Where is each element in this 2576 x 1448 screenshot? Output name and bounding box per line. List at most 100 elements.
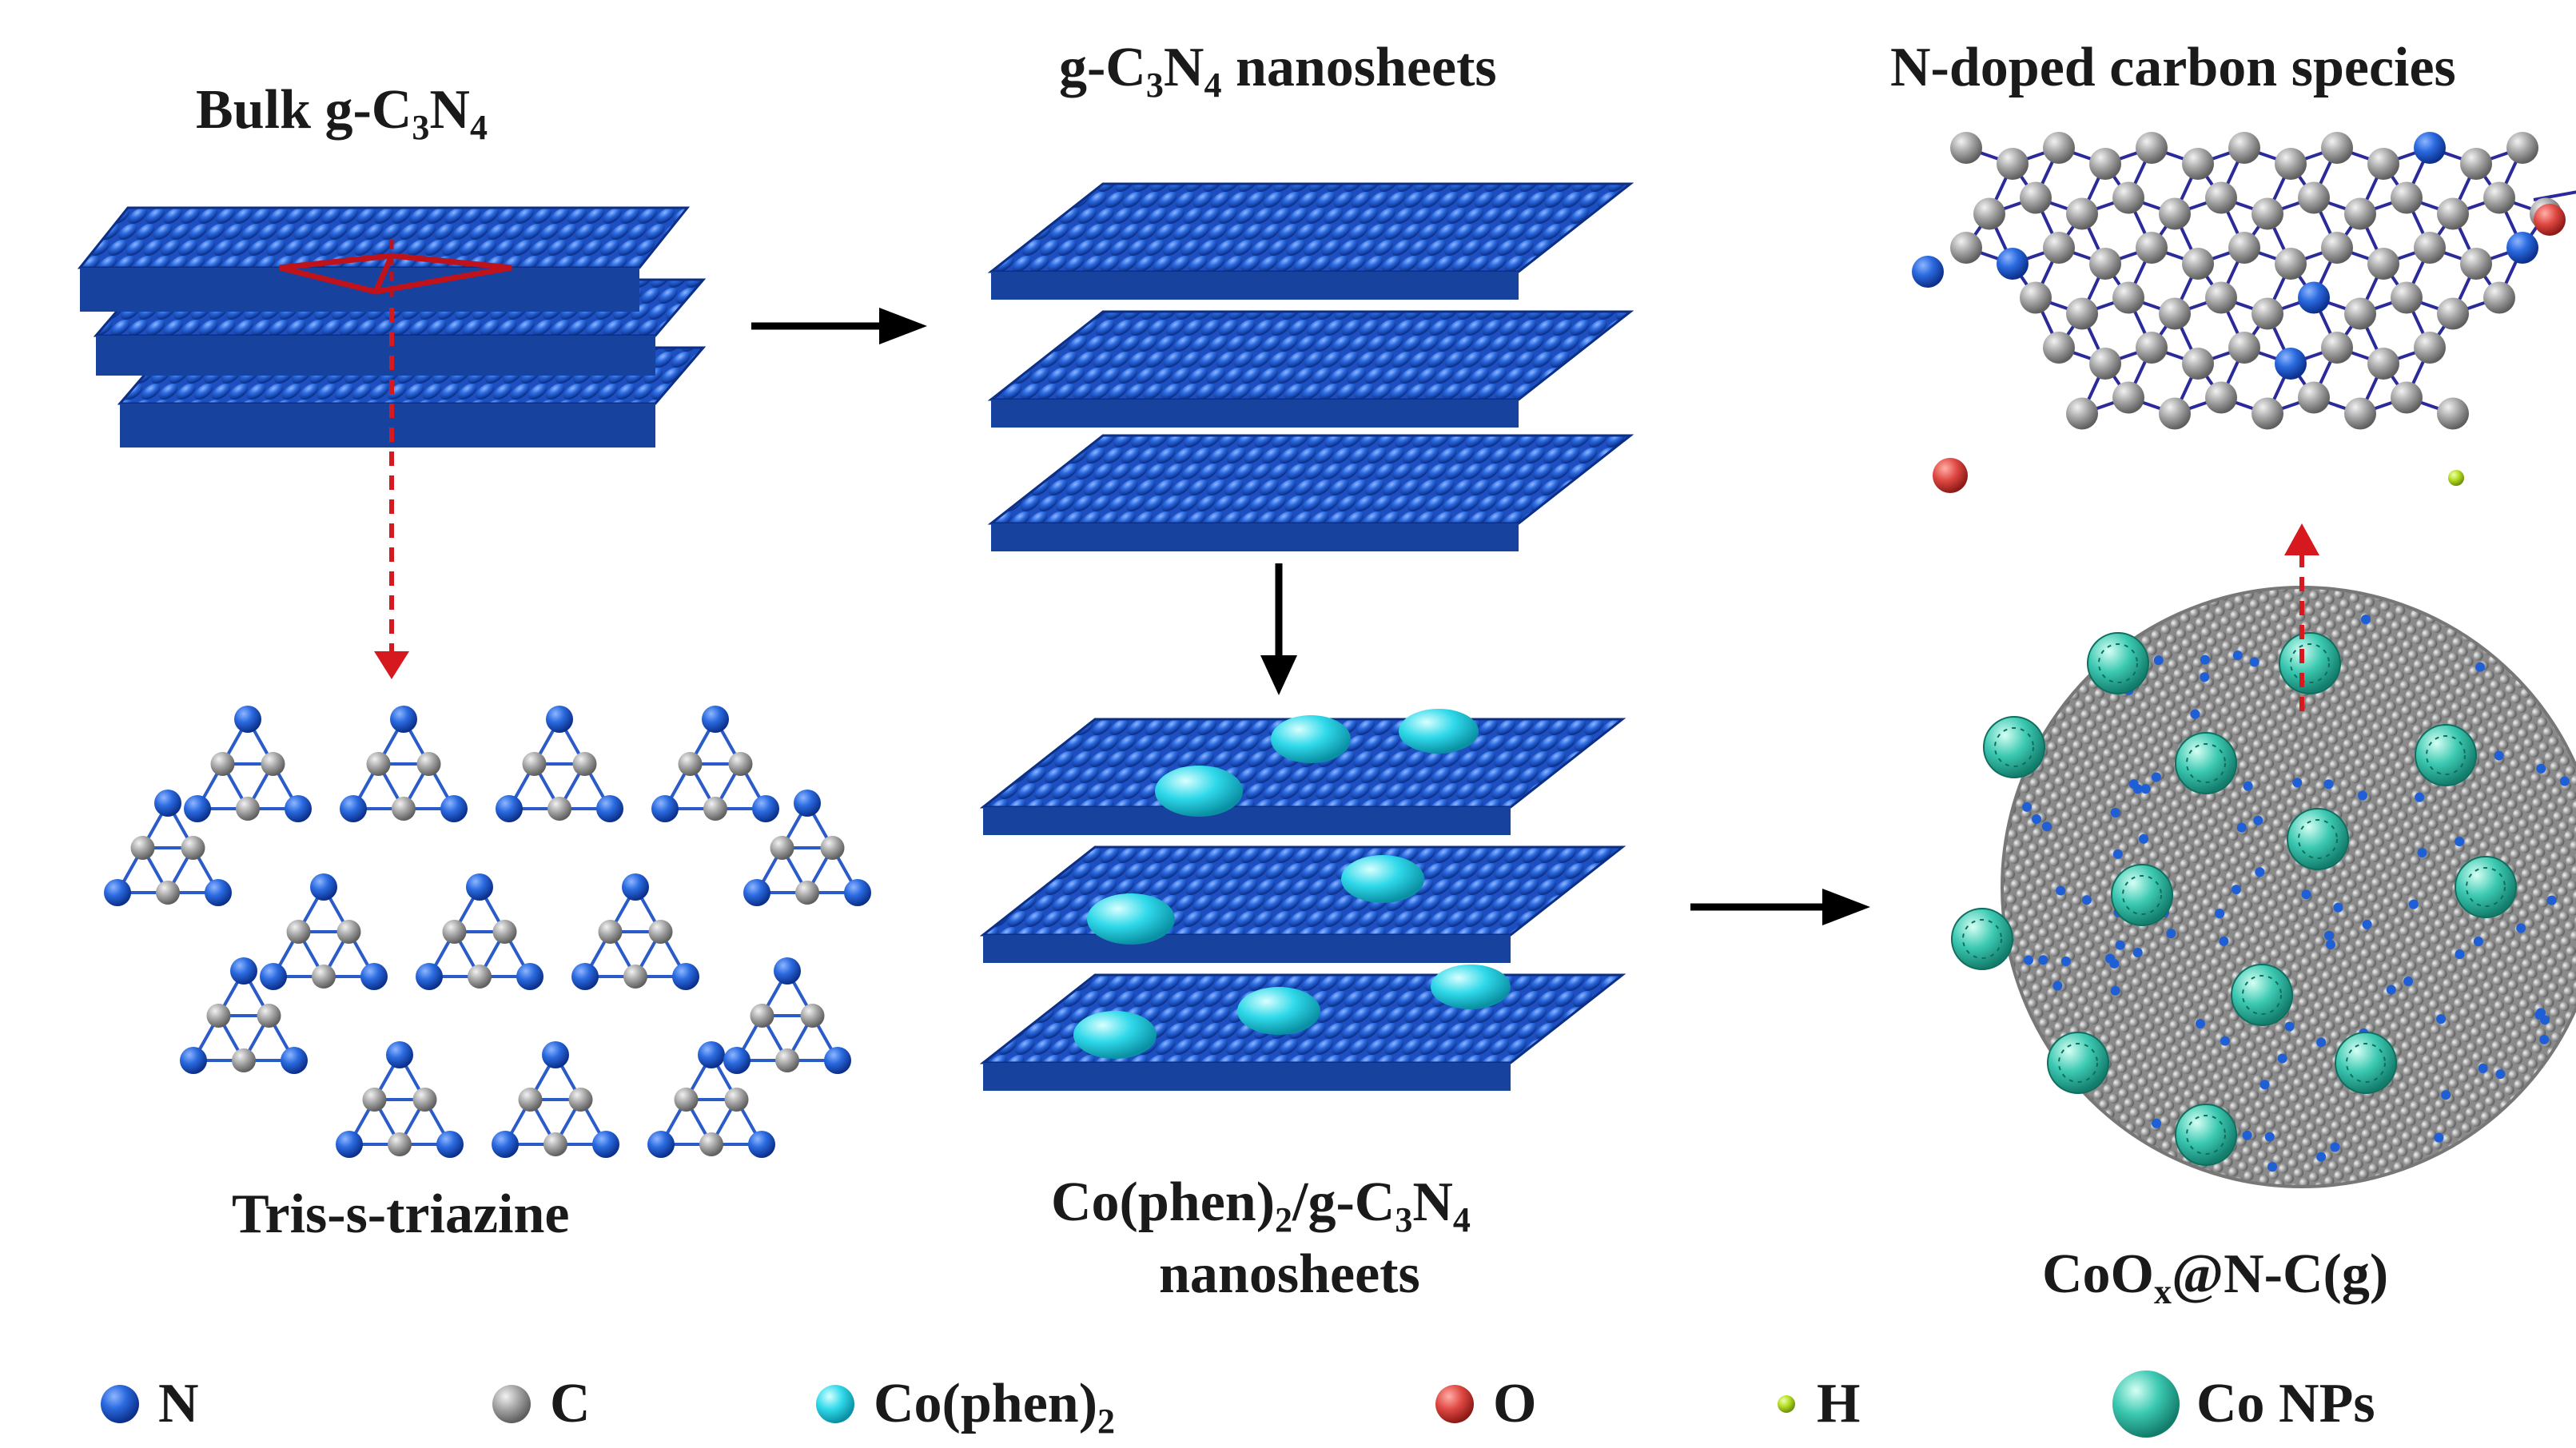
co-nanoparticle-shell bbox=[2098, 643, 2138, 683]
nitrogen-atom bbox=[542, 1041, 569, 1068]
carbon-atom bbox=[1950, 132, 1982, 164]
co-nanoparticle bbox=[2175, 732, 2237, 794]
carbon-atom bbox=[2043, 132, 2075, 164]
co-nanoparticle bbox=[1951, 908, 2013, 970]
n-dopant-dot bbox=[2052, 981, 2063, 991]
nitrogen-atom bbox=[466, 873, 493, 901]
n-dopant-dot bbox=[2326, 940, 2336, 950]
carbon-atom bbox=[1950, 232, 1982, 264]
carbon-atom bbox=[2344, 397, 2376, 430]
carbon-atom bbox=[2344, 297, 2376, 330]
n-dopant-dot bbox=[2473, 937, 2483, 947]
carbon-atom bbox=[572, 752, 597, 776]
nitrogen-atom bbox=[774, 957, 801, 985]
dashed-arrow-down bbox=[374, 308, 409, 679]
n-dopant-dot bbox=[2316, 1152, 2327, 1162]
nitrogen-atom bbox=[794, 790, 821, 817]
carbon-atom bbox=[492, 920, 517, 944]
n-dopant-dot bbox=[2333, 902, 2343, 913]
hydrogen-atom bbox=[2448, 470, 2464, 486]
arrow-right-2 bbox=[1690, 889, 1870, 925]
cophen-domes bbox=[1073, 709, 1511, 1059]
n-dopant-dot bbox=[2041, 821, 2052, 832]
n-dopant-dot bbox=[2232, 650, 2243, 661]
carbon-atom bbox=[2275, 248, 2307, 280]
n-dopant-dot bbox=[2415, 792, 2425, 802]
n-dopant-dot bbox=[2132, 947, 2143, 957]
n-dopant-dot bbox=[2403, 976, 2414, 986]
n-dopant-dot bbox=[2475, 662, 2486, 672]
n-dopant-dot bbox=[2231, 885, 2241, 895]
nitrogen-atom bbox=[672, 963, 699, 990]
nitrogen-atom bbox=[651, 795, 679, 822]
carbon-atom bbox=[703, 797, 727, 821]
n-dopant-dot bbox=[2139, 833, 2149, 844]
carbon-atom bbox=[728, 752, 753, 776]
co-nanoparticle bbox=[2279, 632, 2341, 694]
carbon-atom bbox=[568, 1088, 593, 1112]
carbon-atom bbox=[2321, 332, 2353, 364]
carbon-atom bbox=[2391, 381, 2423, 414]
carbon-atom bbox=[2043, 332, 2075, 364]
carbon-atom bbox=[2182, 248, 2214, 280]
carbon-atom bbox=[2414, 332, 2446, 364]
nitrogen-atom-icon bbox=[101, 1385, 139, 1423]
n-dopant-dot bbox=[2032, 814, 2042, 824]
nitrogen-atom bbox=[440, 795, 468, 822]
nitrogen-atom bbox=[104, 879, 131, 906]
nitrogen-atom bbox=[1912, 256, 1944, 288]
tris-s-triazine-network bbox=[104, 706, 871, 1158]
carbon-atom bbox=[388, 1132, 412, 1156]
nitrogen-atom bbox=[492, 1131, 519, 1158]
label-gc3n4-nanosheets: g-C3N4 nanosheets bbox=[1059, 37, 1497, 105]
n-dopant-dot bbox=[2455, 949, 2465, 960]
carbon-atom bbox=[2252, 197, 2283, 230]
n-dopant-dot bbox=[2115, 940, 2125, 950]
carbon-atom bbox=[2483, 281, 2515, 314]
n-dopant-dot bbox=[2323, 779, 2334, 790]
arrow-down-1 bbox=[1260, 563, 1297, 695]
n-dopant-dot bbox=[2110, 807, 2120, 817]
carbon-atom bbox=[2275, 148, 2307, 180]
n-dopant-dot bbox=[2386, 985, 2396, 995]
n-dopant-dot bbox=[2242, 1130, 2252, 1140]
label-bulk-gc3n4: Bulk g-C3N4 bbox=[196, 79, 488, 147]
carbon-atom bbox=[543, 1132, 567, 1156]
carbon-atom bbox=[699, 1132, 723, 1156]
carbon-atom bbox=[2506, 132, 2538, 164]
carbon-atom bbox=[366, 752, 391, 776]
n-dopant-dot bbox=[2362, 919, 2372, 929]
n-dopant-dot bbox=[2267, 1162, 2278, 1172]
carbon-atom bbox=[416, 752, 441, 776]
nitrogen-atom bbox=[2275, 348, 2307, 380]
cophen-nanosheets-stack bbox=[979, 709, 1626, 1091]
carbon-atom bbox=[674, 1088, 699, 1112]
carbon-atom bbox=[2344, 197, 2376, 230]
hydrogen-atom-icon bbox=[1778, 1395, 1795, 1413]
n-dopant-dot bbox=[2038, 955, 2048, 965]
carbon-atom bbox=[312, 965, 336, 989]
carbon-atom bbox=[412, 1088, 437, 1112]
nitrogen-atom bbox=[723, 1047, 751, 1074]
carbon-atom bbox=[2437, 297, 2469, 330]
label-tris-s-triazine: Tris-s-triazine bbox=[232, 1183, 570, 1245]
n-dopant-dot bbox=[2219, 936, 2229, 946]
n-dopant-dot bbox=[2243, 781, 2253, 791]
legend-c: C bbox=[488, 1368, 591, 1440]
disc-n-dopants bbox=[2022, 615, 2570, 1172]
carbon-atom bbox=[286, 920, 311, 944]
nitrogen-atom bbox=[596, 795, 623, 822]
legend-h: H bbox=[1770, 1368, 1860, 1440]
n-dopant-dot bbox=[2277, 1053, 2287, 1064]
n-doped-carbon-molecule bbox=[1912, 132, 2576, 493]
carbon-atom bbox=[2460, 148, 2492, 180]
co-nanoparticle-shell bbox=[2186, 743, 2226, 783]
nitrogen-atom bbox=[281, 1047, 308, 1074]
n-dopant-dot bbox=[2357, 790, 2367, 801]
nitrogen-atom bbox=[622, 873, 649, 901]
n-dopant-dot bbox=[2253, 815, 2263, 825]
carbon-atom bbox=[2159, 197, 2191, 230]
triazine-bonds bbox=[116, 718, 859, 1146]
co-nanoparticle bbox=[2231, 964, 2293, 1026]
nitrogen-atom bbox=[2414, 132, 2446, 164]
